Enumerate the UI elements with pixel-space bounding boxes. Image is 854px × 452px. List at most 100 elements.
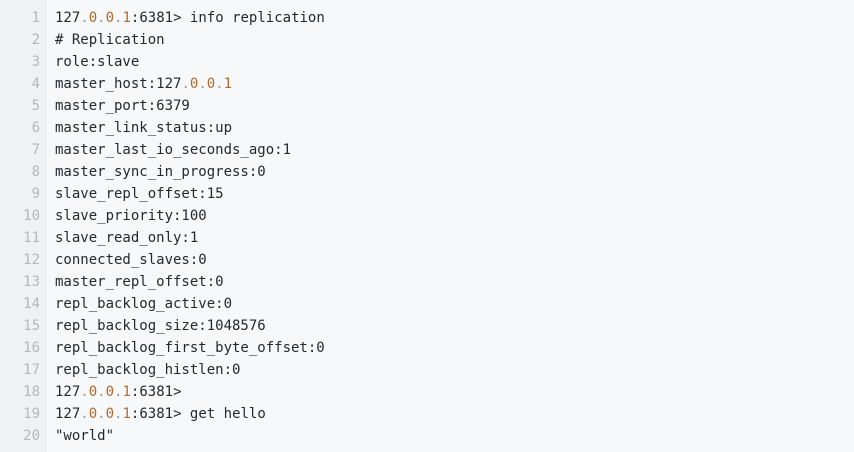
line-number: 8	[31, 164, 40, 180]
line-text: master_repl_offset:0	[40, 271, 224, 293]
ip-digit-token: 1	[122, 406, 131, 422]
line-text: # Replication	[40, 29, 165, 51]
plain-token: master_host:127	[55, 76, 182, 92]
line-text: 127.0.0.1:6381> info replication	[40, 7, 325, 29]
line-text: master_last_io_seconds_ago:1	[40, 139, 291, 161]
code-line: 6 master_link_status:up	[0, 117, 854, 139]
line-text: 127.0.0.1:6381>	[40, 381, 182, 403]
line-number: 14	[23, 296, 40, 312]
plain-token: # Replication	[55, 32, 165, 48]
ip-digit-token: 0	[105, 406, 115, 422]
plain-token: master_last_io_seconds_ago:1	[55, 142, 292, 158]
plain-token: repl_backlog_size:1048576	[55, 318, 266, 334]
line-number: 7	[31, 142, 40, 158]
ip-digit-token: 1	[223, 76, 233, 92]
line-number: 11	[23, 230, 40, 246]
code-line: 10 slave_priority:100	[0, 205, 854, 227]
line-number: 12	[23, 252, 40, 268]
plain-token: role:slave	[55, 54, 140, 70]
line-number: 5	[31, 98, 40, 114]
code-line: 14 repl_backlog_active:0	[0, 293, 854, 315]
ip-digit-token: 0	[105, 384, 115, 400]
plain-token: slave_repl_offset:15	[55, 186, 224, 202]
code-line: 15 repl_backlog_size:1048576	[0, 315, 854, 337]
line-number: 19	[23, 406, 40, 422]
ip-dot-token: .	[97, 384, 106, 400]
plain-token: repl_backlog_histlen:0	[55, 362, 241, 378]
line-text: repl_backlog_first_byte_offset:0	[40, 337, 325, 359]
ip-dot-token: .	[97, 10, 106, 26]
plain-token: :6381> info replication	[130, 10, 325, 26]
ip-digit-token: 0	[88, 10, 98, 26]
ip-dot-token: .	[114, 384, 123, 400]
code-line: 11 slave_read_only:1	[0, 227, 854, 249]
plain-token: :6381> get hello	[130, 406, 266, 422]
ip-dot-token: .	[80, 10, 89, 26]
code-line: 20"world"	[0, 425, 854, 447]
ip-digit-token: 0	[88, 384, 98, 400]
code-line: 12 connected_slaves:0	[0, 249, 854, 271]
line-text: slave_priority:100	[40, 205, 207, 227]
line-text: repl_backlog_size:1048576	[40, 315, 266, 337]
ip-digit-token: 1	[122, 384, 131, 400]
line-text: connected_slaves:0	[40, 249, 207, 271]
ip-digit-token: 1	[122, 10, 131, 26]
plain-token: master_sync_in_progress:0	[55, 164, 266, 180]
plain-token: 127	[55, 10, 81, 26]
plain-token: slave_priority:100	[55, 208, 207, 224]
line-text: "world"	[40, 425, 114, 447]
ip-digit-token: 0	[88, 406, 98, 422]
line-number: 6	[31, 120, 40, 136]
code-line: 8 master_sync_in_progress:0	[0, 161, 854, 183]
ip-dot-token: .	[114, 10, 123, 26]
ip-dot-token: .	[97, 406, 106, 422]
plain-token: "world"	[55, 428, 115, 444]
ip-digit-token: 0	[189, 76, 199, 92]
line-number: 3	[31, 54, 40, 70]
ip-dot-token: .	[181, 76, 190, 92]
ip-dot-token: .	[80, 406, 89, 422]
plain-token: 127	[55, 406, 81, 422]
line-number-gutter	[0, 0, 47, 452]
plain-token: connected_slaves:0	[55, 252, 207, 268]
line-text: master_link_status:up	[40, 117, 232, 139]
line-number: 4	[31, 76, 40, 92]
line-text: repl_backlog_active:0	[40, 293, 232, 315]
ip-dot-token: .	[80, 384, 89, 400]
line-text: slave_read_only:1	[40, 227, 198, 249]
line-number: 15	[23, 318, 40, 334]
line-number: 9	[31, 186, 40, 202]
line-text: master_host:127.0.0.1	[40, 73, 232, 95]
ip-dot-token: .	[215, 76, 224, 92]
line-text: slave_repl_offset:15	[40, 183, 224, 205]
ip-digit-token: 0	[206, 76, 216, 92]
plain-token: master_link_status:up	[55, 120, 233, 136]
line-text: master_port:6379	[40, 95, 190, 117]
line-number: 17	[23, 362, 40, 378]
plain-token: repl_backlog_active:0	[55, 296, 233, 312]
line-number: 10	[23, 208, 40, 224]
ip-digit-token: 0	[105, 10, 115, 26]
ip-dot-token: .	[198, 76, 207, 92]
line-number: 16	[23, 340, 40, 356]
code-line: 3 role:slave	[0, 51, 854, 73]
plain-token: :6381>	[130, 384, 182, 400]
line-text: 127.0.0.1:6381> get hello	[40, 403, 266, 425]
code-line: 9 slave_repl_offset:15	[0, 183, 854, 205]
code-line: 17 repl_backlog_histlen:0	[0, 359, 854, 381]
line-number: 2	[31, 32, 40, 48]
line-text: role:slave	[40, 51, 139, 73]
line-number: 13	[23, 274, 40, 290]
plain-token: slave_read_only:1	[55, 230, 199, 246]
plain-token: 127	[55, 384, 81, 400]
code-line: 7 master_last_io_seconds_ago:1	[0, 139, 854, 161]
